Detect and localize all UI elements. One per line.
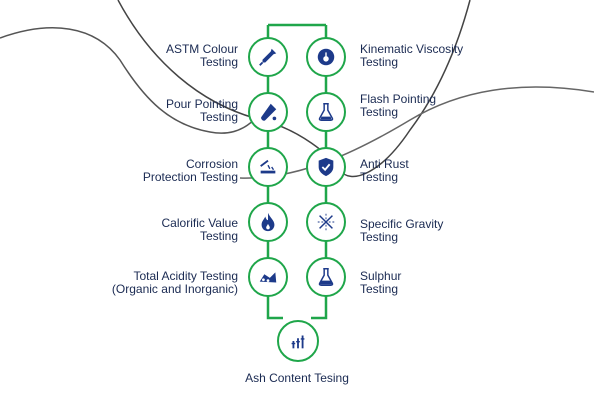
test-tube-icon [261,103,277,121]
label-anti-rust: Anti Rust Testing [360,157,409,184]
beaker-icon [318,268,334,286]
flask-icon [318,103,334,121]
curve-line-3 [239,86,594,179]
label-flash-pointing: Flash Pointing Testing [360,92,437,119]
acid-icon-node [248,257,288,297]
gauge-icon-node [306,37,346,77]
label-total-acidity: Total Acidity Testing (Organic and Inorg… [111,269,238,296]
shield-check-icon-node [306,147,346,187]
gravity-icon [317,213,335,231]
flask-icon-node [306,92,346,132]
test-tube-icon-node [248,92,288,132]
label-astm-colour: ASTM Colour Testing [165,42,238,69]
label-pour-pointing: Pour Pointing Testing [165,97,238,124]
dropper-icon [259,48,277,66]
label-calorific-value: Calorific Value Testing [161,216,238,243]
label-corrosion-protection: Corrosion Protection Testing [142,157,238,184]
beaker-icon-node [306,257,346,297]
bars-icon-node [277,320,319,362]
dropper-icon-node [248,37,288,77]
label-kinematic-viscosity: Kinematic Viscosity Testing [360,42,464,69]
label-sulphur: Sulphur Testing [360,269,402,296]
gravity-icon-node [306,202,346,242]
corrosion-icon-node [248,147,288,187]
label-specific-gravity: Specific Gravity Testing [360,217,444,244]
flame-icon [261,212,275,232]
gauge-icon [317,48,335,66]
shield-check-icon [318,157,334,177]
flame-icon-node [248,202,288,242]
curve-line-2 [0,27,271,134]
corrosion-icon [260,159,276,174]
acid-icon [259,272,277,283]
bars-icon [291,335,305,349]
label-ash-content: Ash Content Tesing [245,371,349,385]
